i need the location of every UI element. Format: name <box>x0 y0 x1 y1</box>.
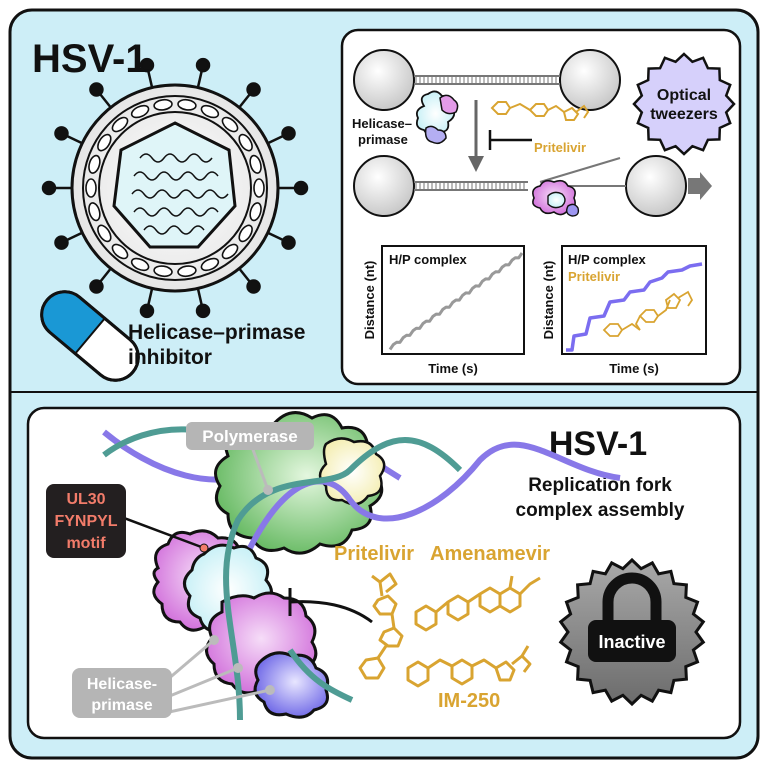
plot2-ylabel: Distance (nt) <box>541 261 556 340</box>
title-hsv1: HSV-1 <box>32 37 148 81</box>
pill-icon <box>40 290 140 382</box>
drug-label-line1: Helicase–primase <box>128 321 305 344</box>
plot2-title: H/P complex <box>568 252 647 267</box>
dna-strand-teal-front <box>223 437 463 721</box>
virion <box>41 57 309 319</box>
glycoprotein-spikes <box>41 57 309 319</box>
lock-shackle-icon <box>602 572 662 622</box>
pritelivir-molecule-top <box>490 101 590 121</box>
bottom-title: HSV-1 <box>549 425 647 463</box>
blue-subunit <box>253 651 330 719</box>
ul30-motif-label: UL30 FYNPYL motif <box>46 484 209 558</box>
plot1-ylabel: Distance (nt) <box>362 261 377 340</box>
bead-bottom-right <box>625 155 687 217</box>
svg-text:Helicase-: Helicase- <box>87 676 157 693</box>
pritelivir-molecule-plot <box>602 290 694 337</box>
amenamevir-molecule <box>414 575 541 632</box>
helicase-primase-small <box>415 90 459 145</box>
bead-top-left <box>353 49 415 111</box>
assay-pritelivir-label: Pritelivir <box>534 140 586 155</box>
assay-helicase-line1: Helicase– <box>352 116 412 131</box>
arrow-down <box>468 100 484 172</box>
helicase-primase-translocating <box>532 179 580 217</box>
subtitle-line1: Replication fork <box>528 475 672 496</box>
bead-top-right <box>559 49 621 111</box>
svg-text:motif: motif <box>66 535 106 552</box>
helicase-primase-label: Helicase- primase <box>72 635 275 718</box>
tegument-ring <box>85 98 265 278</box>
pritelivir-molecule <box>358 572 404 680</box>
bead-bottom-left <box>353 155 415 217</box>
trace-gray <box>388 252 524 351</box>
trace-purple <box>566 262 703 352</box>
plot1-title: H/P complex <box>389 252 468 267</box>
drug-amenamevir: Amenamevir <box>430 543 550 565</box>
assay-helicase-line2: primase <box>358 132 408 147</box>
badge-line2: tweezers <box>650 106 718 123</box>
im250-molecule <box>406 645 532 688</box>
inhibition-arrow <box>288 588 373 624</box>
svg-text:FYNPYL: FYNPYL <box>54 513 117 530</box>
plot2-xlabel: Time (s) <box>609 361 659 376</box>
plot1-xlabel: Time (s) <box>428 361 478 376</box>
inactive-badge: Inactive <box>558 557 706 707</box>
drug-label-line2: inhibitor <box>128 346 212 369</box>
inhibition-bar <box>488 130 532 150</box>
polymerase-label: Polymerase <box>186 422 314 495</box>
svg-text:Polymerase: Polymerase <box>202 427 297 446</box>
optical-tweezers-badge: Optical tweezers <box>632 52 736 156</box>
svg-text:primase: primase <box>91 697 152 714</box>
plot-hp-complex-pritelivir: H/P complex Pritelivir Time (s) Distance… <box>541 245 707 376</box>
pull-arrow <box>688 172 712 200</box>
plot2-subtitle: Pritelivir <box>568 269 620 284</box>
plot-hp-complex: H/P complex Time (s) Distance (nt) <box>362 245 525 376</box>
status-inactive: Inactive <box>598 632 665 652</box>
genome-dna <box>131 153 229 235</box>
drug-pritelivir: Pritelivir <box>334 543 414 565</box>
svg-text:UL30: UL30 <box>66 491 105 508</box>
badge-line1: Optical <box>657 87 711 104</box>
drug-im250: IM-250 <box>438 690 500 712</box>
subtitle-line2: complex assembly <box>516 500 685 521</box>
lock-body-icon <box>588 620 676 662</box>
